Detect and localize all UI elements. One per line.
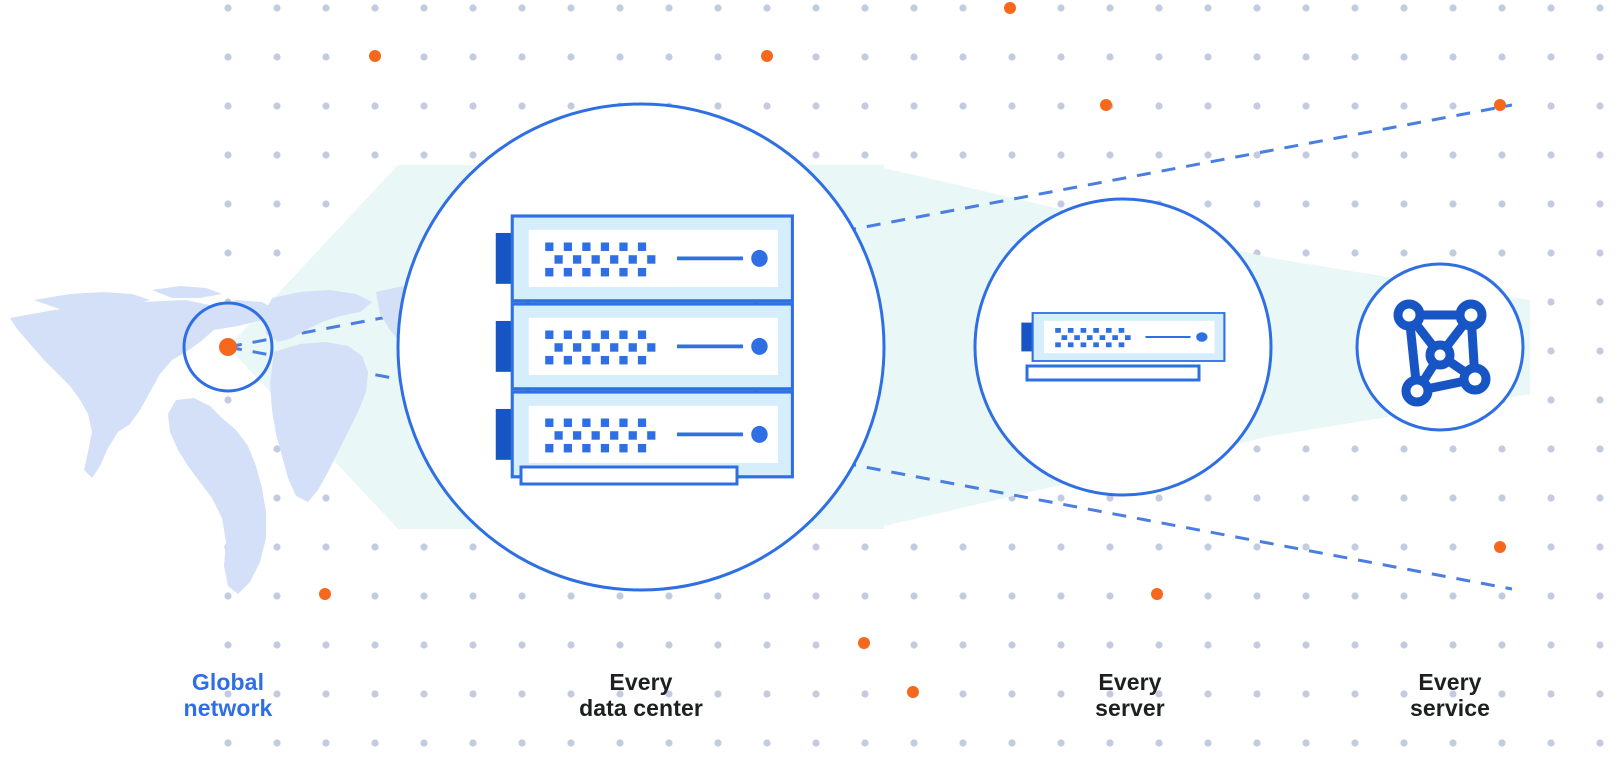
network-nodes-icon bbox=[1398, 304, 1486, 402]
stage-every-server[interactable] bbox=[973, 197, 1273, 497]
label-global-network: Global network bbox=[183, 669, 273, 721]
stage-every-service[interactable] bbox=[1355, 262, 1525, 432]
server-unit-2 bbox=[493, 302, 795, 391]
server-rack bbox=[493, 214, 795, 486]
single-server bbox=[1020, 311, 1226, 382]
server-unit-1 bbox=[493, 214, 795, 303]
network-location-marker bbox=[219, 338, 237, 356]
server-unit-3 bbox=[493, 390, 795, 479]
label-every-server: Every server bbox=[1095, 669, 1165, 721]
label-every-data-center: Every data center bbox=[579, 669, 703, 721]
label-every-service: Every service bbox=[1410, 669, 1490, 721]
highlight-dots bbox=[319, 2, 1506, 698]
stage-global-network[interactable] bbox=[182, 301, 274, 393]
server-unit-single bbox=[1020, 311, 1226, 363]
stage-every-data-center[interactable] bbox=[396, 102, 886, 592]
funnel-dashed-guides bbox=[227, 103, 1513, 591]
